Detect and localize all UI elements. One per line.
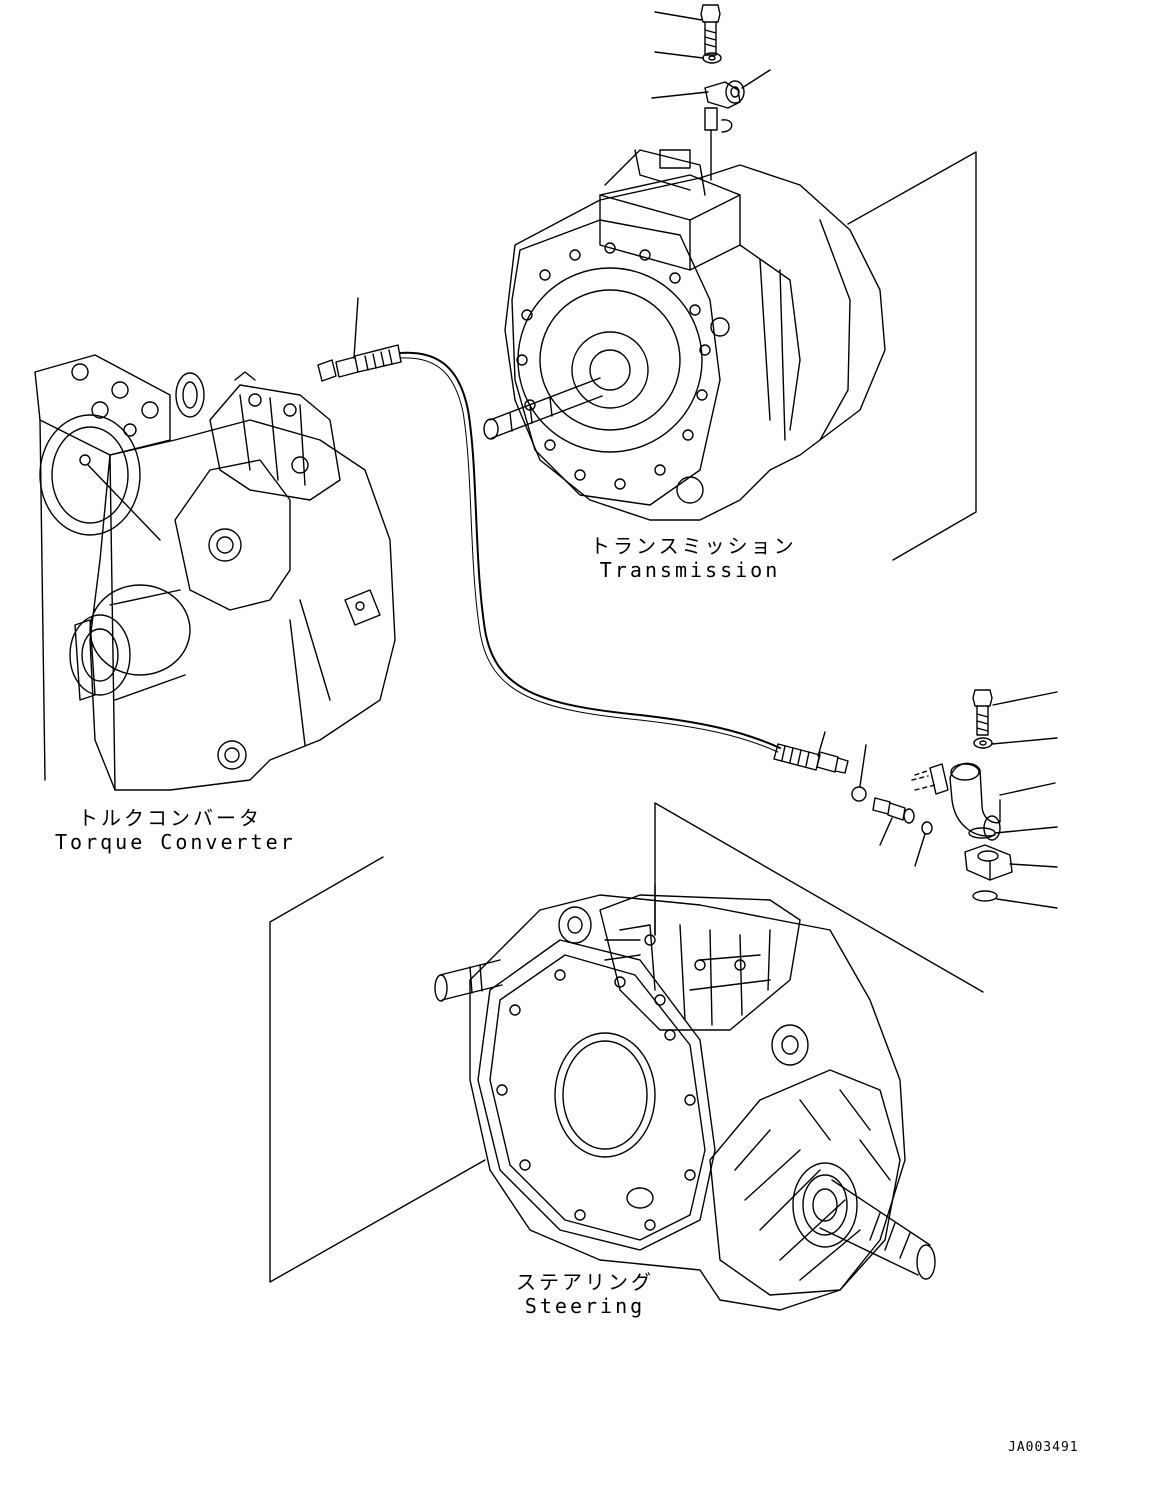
document-id: JA003491 xyxy=(1008,1440,1079,1455)
transmission-side-boss xyxy=(711,318,729,336)
label-transmission-en: Transmission xyxy=(599,558,781,582)
leader-top-elbow-right xyxy=(742,70,770,88)
steering-side-cover xyxy=(710,1070,900,1295)
converter-side-bracket xyxy=(345,590,380,625)
steering-output-shaft xyxy=(793,1163,935,1279)
transmission-hub-core xyxy=(590,350,630,390)
converter-lifting-eye xyxy=(176,373,204,417)
transmission-flange-ring xyxy=(518,268,702,452)
leader-right-washer xyxy=(992,738,1057,744)
label-torque-converter-en: Torque Converter xyxy=(55,830,296,854)
flange-block xyxy=(965,845,1012,880)
hose-assembly xyxy=(318,298,848,773)
label-steering-jp: ステアリング xyxy=(516,1270,654,1294)
adapter-fitting xyxy=(873,798,914,823)
transmission-hub xyxy=(572,332,648,408)
label-steering-en: Steering xyxy=(524,1294,646,1318)
transmission-side-ribs xyxy=(740,220,850,440)
hose-fitting-right xyxy=(774,744,848,773)
steering-bore xyxy=(555,1033,655,1157)
steering-left-shaft xyxy=(435,960,502,1001)
transmission-output-shaft xyxy=(484,378,602,439)
converter-gear-housing xyxy=(175,460,290,610)
oring-4 xyxy=(973,891,997,901)
top-spacer xyxy=(705,108,717,130)
leader-oring-1 xyxy=(860,745,866,786)
top-fitting-stack xyxy=(652,5,770,180)
steering-flange-plate xyxy=(478,940,715,1250)
steering-assembly xyxy=(270,803,983,1310)
transmission-assembly xyxy=(484,150,976,560)
label-transmission: トランスミッション Transmission xyxy=(590,534,797,582)
leader-hose-left xyxy=(354,298,358,358)
converter-main-body xyxy=(90,420,395,790)
label-torque-converter-jp: トルクコンバータ xyxy=(78,806,262,830)
leader-right-bolt xyxy=(993,692,1057,705)
label-steering: ステアリング Steering xyxy=(500,1272,670,1316)
right-washer xyxy=(974,738,992,748)
right-bolt xyxy=(973,690,992,735)
oring-2 xyxy=(922,822,932,834)
steering-flange-bolts xyxy=(497,970,695,1230)
leader-top-elbow xyxy=(652,92,708,98)
transmission-valve-block xyxy=(600,150,740,270)
leader-top-bolt xyxy=(655,12,702,20)
steering-lift-lug-right xyxy=(772,1025,808,1065)
converter-round-cover xyxy=(40,415,140,535)
steering-valve-body xyxy=(600,895,800,1030)
transmission-bolt-circle xyxy=(517,243,710,489)
transmission-flange xyxy=(512,220,720,505)
leader-adapter xyxy=(880,818,892,845)
transmission-side-port xyxy=(677,477,703,503)
top-elbow-fitting xyxy=(705,81,744,108)
hose-line xyxy=(400,353,780,748)
converter-output-coupling xyxy=(70,585,190,700)
leader-right-elbow xyxy=(1000,783,1055,795)
leader-hose-right xyxy=(818,732,825,756)
steering-lift-lug-left xyxy=(559,907,591,943)
oring-1 xyxy=(852,787,866,801)
converter-valve-body xyxy=(210,372,340,500)
hose-fitting-left xyxy=(318,345,401,381)
torque-converter-assembly xyxy=(35,355,395,790)
transmission-frame xyxy=(848,152,976,560)
steering-frame-left xyxy=(270,857,485,1282)
leader-oring-2 xyxy=(915,834,925,866)
label-transmission-jp: トランスミッション xyxy=(590,534,797,558)
steering-housing xyxy=(470,895,905,1310)
top-clip xyxy=(722,120,732,132)
transmission-flange-inner xyxy=(540,290,680,430)
leader-oring-4 xyxy=(997,899,1057,908)
top-bolt xyxy=(701,5,720,55)
leader-flange-block xyxy=(1010,864,1057,867)
converter-top-plate xyxy=(35,355,170,455)
label-torque-converter: トルクコンバータ Torque Converter xyxy=(55,806,296,854)
leader-top-washer xyxy=(655,52,703,58)
steering-port xyxy=(627,1188,653,1208)
right-fitting-stack xyxy=(852,690,1057,908)
leader-oring-3 xyxy=(995,827,1057,833)
converter-bottom-port xyxy=(218,741,246,769)
flange-clamp xyxy=(912,764,948,794)
transmission-housing xyxy=(505,165,885,520)
